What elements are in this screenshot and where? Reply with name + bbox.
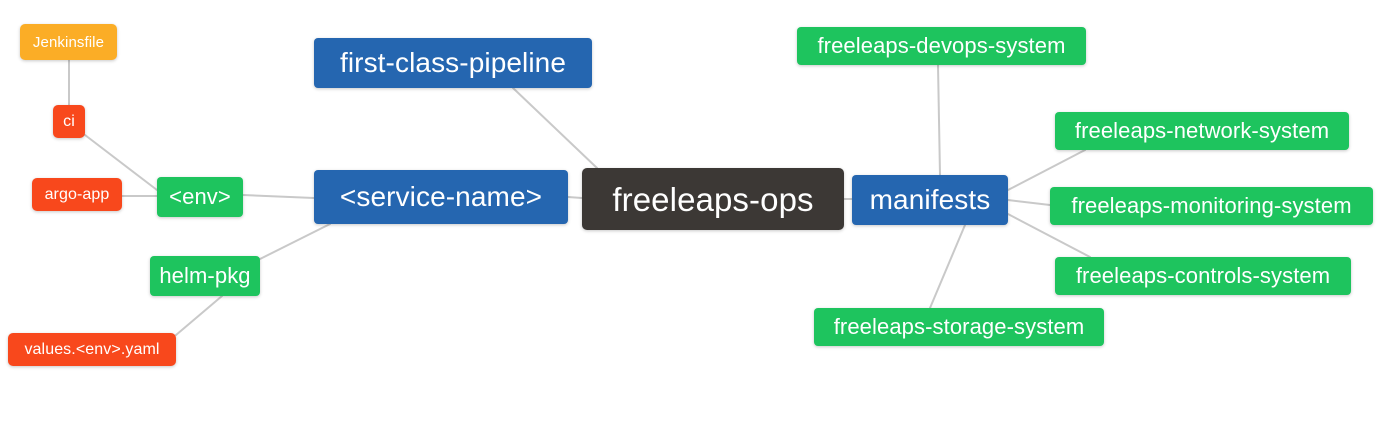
- mindmap-node-manifests[interactable]: manifests: [852, 175, 1008, 225]
- mindmap-node-label: argo-app: [44, 185, 110, 203]
- edge-manifests-to-storage-system: [929, 224, 966, 309]
- edge-manifests-to-network-system: [1007, 149, 1086, 191]
- mindmap-node-storage-system[interactable]: freeleaps-storage-system: [814, 308, 1104, 346]
- mindmap-node-service-name[interactable]: <service-name>: [314, 170, 568, 224]
- mindmap-node-label: <service-name>: [339, 181, 543, 212]
- mindmap-node-env[interactable]: <env>: [157, 177, 243, 217]
- edge-env-to-service-name: [242, 194, 315, 199]
- mindmap-node-devops-system[interactable]: freeleaps-devops-system: [797, 27, 1086, 65]
- edge-service-name-to-freeleaps-ops: [567, 196, 583, 199]
- mindmap-node-first-class-pipeline[interactable]: first-class-pipeline: [314, 38, 592, 88]
- mindmap-node-label: <env>: [169, 184, 231, 209]
- mindmap-node-freeleaps-ops[interactable]: freeleaps-ops: [582, 168, 844, 230]
- mindmap-node-label: freeleaps-storage-system: [833, 314, 1085, 339]
- mindmap-node-label: freeleaps-network-system: [1074, 118, 1330, 143]
- mindmap-node-label: manifests: [869, 184, 991, 215]
- edge-ci-to-env: [84, 134, 158, 191]
- mindmap-node-label: freeleaps-devops-system: [817, 33, 1066, 58]
- mindmap-node-label: Jenkinsfile: [32, 33, 105, 51]
- mindmap-node-label: freeleaps-controls-system: [1075, 263, 1331, 288]
- edge-values-yaml-to-helm-pkg: [175, 295, 223, 336]
- edge-manifests-to-devops-system: [937, 64, 941, 176]
- edge-helm-pkg-to-service-name: [257, 223, 331, 261]
- mindmap-node-label: freeleaps-ops: [612, 180, 814, 218]
- mindmap-node-controls-system[interactable]: freeleaps-controls-system: [1055, 257, 1351, 295]
- mindmap-node-label: values.<env>.yaml: [24, 340, 160, 358]
- mindmap-node-label: ci: [63, 112, 75, 130]
- mindmap-node-ci[interactable]: ci: [53, 105, 85, 138]
- edge-first-class-pipeline-to-freeleaps-ops: [512, 87, 598, 169]
- mindmap-node-jenkinsfile[interactable]: Jenkinsfile: [20, 24, 117, 60]
- mindmap-node-argo-app[interactable]: argo-app: [32, 178, 122, 211]
- mindmap-node-label: first-class-pipeline: [339, 47, 567, 78]
- edge-manifests-to-monitoring-system: [1007, 199, 1051, 206]
- edge-manifests-to-controls-system: [1007, 213, 1091, 258]
- mindmap-node-values-yaml[interactable]: values.<env>.yaml: [8, 333, 176, 366]
- mindmap-node-label: freeleaps-monitoring-system: [1071, 193, 1352, 218]
- mindmap-node-monitoring-system[interactable]: freeleaps-monitoring-system: [1050, 187, 1373, 225]
- mindmap-node-network-system[interactable]: freeleaps-network-system: [1055, 112, 1349, 150]
- mindmap-node-helm-pkg[interactable]: helm-pkg: [150, 256, 260, 296]
- mindmap-node-label: helm-pkg: [159, 263, 251, 288]
